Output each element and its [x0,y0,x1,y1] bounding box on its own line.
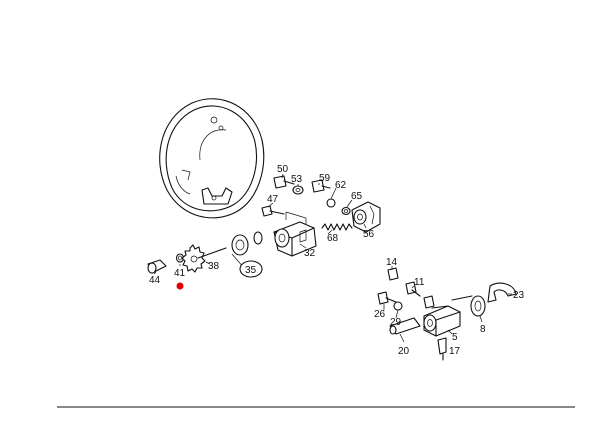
callout-17: 17 [449,346,461,357]
callout-62: 62 [335,180,347,191]
callout-23: 23 [513,290,525,301]
callout-14: 14 [386,257,398,268]
spring-68 [321,223,353,231]
bolt-47 [261,205,285,217]
callout-8: 8 [480,324,486,335]
lower-left-parts [147,231,263,278]
hotspot-marker[interactable] [176,282,184,290]
callout-20: 20 [398,346,410,357]
callout-50: 50 [277,164,289,175]
callout-68: 68 [327,233,339,244]
callout-56: 56 [363,229,375,240]
callout-44: 44 [149,275,161,286]
lower-right-parts [377,267,517,361]
callout-38: 38 [208,261,220,272]
callout-26: 26 [374,309,386,320]
callout-59: 59 [319,173,331,184]
callout-32: 32 [304,248,316,259]
backing-plate [159,98,265,219]
callout-47: 47 [267,194,279,205]
actuator-56 [351,201,381,233]
callout-5: 5 [452,332,458,343]
callout-65: 65 [351,191,363,202]
callout-29: 29 [390,317,402,328]
upper-hardware [273,175,351,216]
callout-53: 53 [291,174,303,185]
callout-35: 35 [245,265,257,276]
callout-labels: 50 53 59 62 65 47 68 56 32 14 11 23 26 2… [149,164,525,357]
callout-41: 41 [174,268,186,279]
leader-lines [153,173,512,352]
callout-11: 11 [414,277,425,288]
